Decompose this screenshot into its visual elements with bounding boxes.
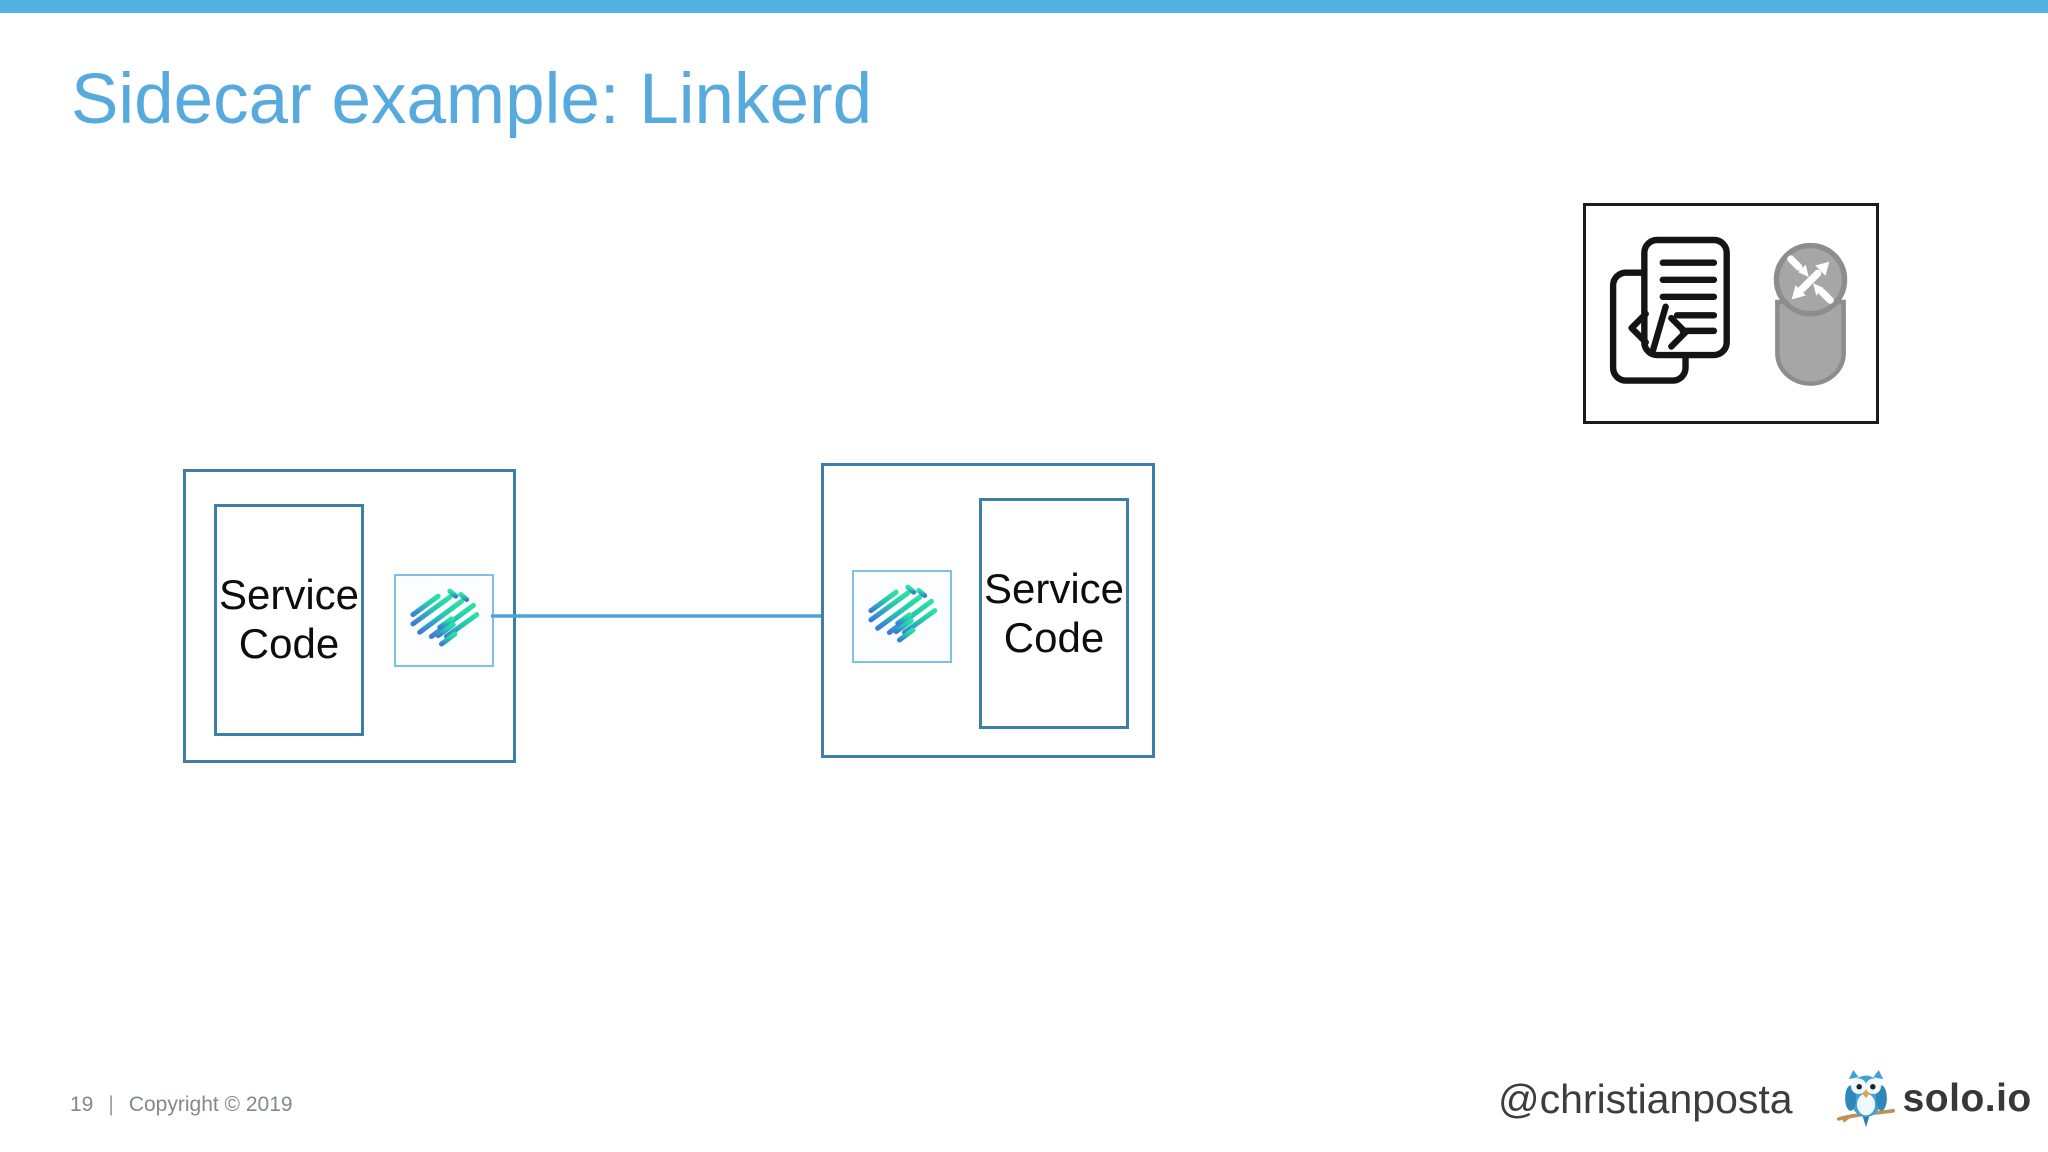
linkerd-proxy-box-left: [394, 574, 494, 667]
linkerd-proxy-icon: [400, 576, 488, 665]
footer-separator: |: [108, 1093, 114, 1116]
footer-left: 19 | Copyright © 2019: [70, 1093, 293, 1117]
connection-arrow: [491, 606, 851, 626]
linkerd-proxy-icon: [858, 572, 946, 661]
linkerd-proxy-box-right: [852, 570, 952, 663]
solo-brand-text: solo.io: [1902, 1077, 2032, 1120]
copyright-text: Copyright © 2019: [128, 1093, 293, 1116]
twitter-handle: @christianposta: [1498, 1075, 1793, 1122]
legend-box: [1583, 203, 1879, 424]
page-number: 19: [70, 1093, 94, 1116]
code-documents-icon: [1606, 230, 1748, 397]
footer-right: @christianposta solo.io: [1498, 1068, 2032, 1130]
router-proxy-icon: [1763, 216, 1858, 411]
solo-owl-icon: [1836, 1067, 1895, 1131]
page-title: Sidecar example: Linkerd: [71, 60, 873, 139]
pod-box-right: Service Code: [821, 463, 1155, 758]
service-code-box-right: Service Code: [979, 498, 1129, 729]
pod-box-left: Service Code: [183, 469, 516, 763]
top-accent-bar: [0, 0, 2048, 13]
service-code-box-left: Service Code: [214, 504, 364, 736]
